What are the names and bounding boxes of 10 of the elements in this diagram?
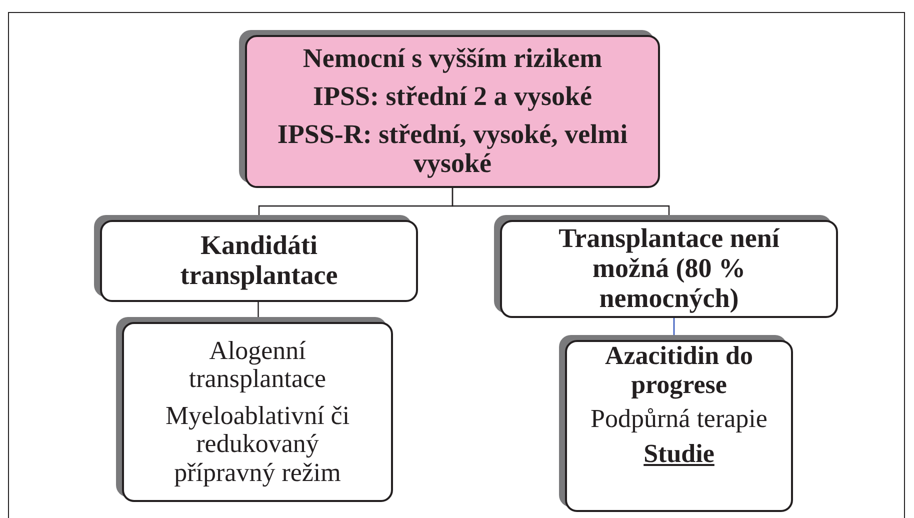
box-text: Studie xyxy=(644,440,714,468)
box-text: Alogenní transplantace xyxy=(188,336,328,394)
box-text: Azacitidin do progrese xyxy=(604,342,754,400)
box-text: IPSS: střední 2 a vysoké xyxy=(312,82,592,112)
box-text: IPSS-R: střední, vysoké, velmi vysoké xyxy=(276,120,629,179)
box-text: Nemocní s vyšším rizikem xyxy=(302,44,602,74)
box-text: Myeloablativní či redukovaný přípravný režim xyxy=(164,402,351,488)
box-text: Transplantace není možná (80 % nemocných) xyxy=(558,224,781,314)
box-text: Kandidáti transplantace xyxy=(179,231,339,291)
box-text: Podpůrná terapie xyxy=(590,405,768,434)
